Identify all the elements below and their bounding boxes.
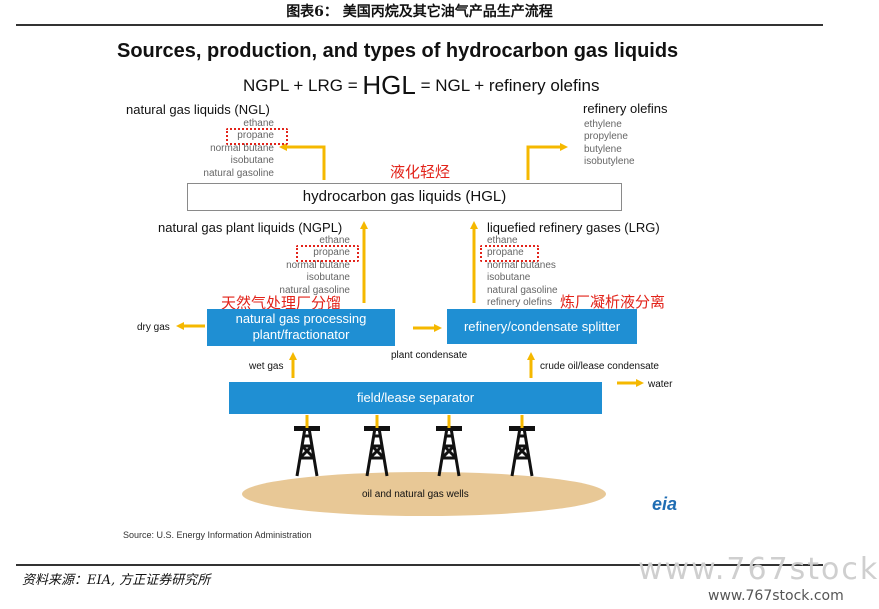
ngl-list: ethane propane normal butane isobutane n… (190, 118, 274, 180)
eia-logo: eia (652, 494, 678, 514)
derrick-icon (436, 426, 462, 477)
olefins-item: ethylene (584, 119, 622, 130)
lrg-item: natural gasoline (487, 284, 558, 296)
ngpl-item: normal butane (286, 259, 350, 271)
ngl-item: ethane (243, 118, 274, 129)
derrick-icon (364, 426, 390, 477)
ngl-item: propane (237, 130, 274, 142)
watermark-large: www.767stock (638, 552, 879, 587)
header-rule (16, 24, 823, 26)
footer-source: 资料来源：EIA, 方正证券研究所 (22, 573, 211, 588)
olefins-item: butylene (584, 143, 622, 155)
wells-label: oil and natural gas wells (362, 489, 469, 500)
plant-condensate-label: plant condensate (391, 350, 468, 361)
water-label: water (648, 379, 673, 390)
olefins-item: propylene (584, 131, 628, 143)
ngpl-item: ethane (319, 235, 350, 246)
flow-graphics (176, 143, 644, 516)
hgl-box: hydrocarbon gas liquids (HGL) (187, 183, 622, 211)
olefins-item: isobutylene (584, 156, 635, 168)
hgl-to-ngl-arrow (279, 143, 326, 180)
ngl-item: natural gasoline (203, 167, 274, 179)
cn-label-plant: 天然气处理厂分馏 (221, 295, 342, 312)
lrg-item: refinery olefins (487, 296, 553, 308)
ngl-item: isobutane (230, 155, 274, 167)
crude-label: crude oil/lease condensate (540, 361, 659, 372)
olefins-list: ethylene propylene butylene isobutylene (584, 119, 635, 169)
source-note: Source: U.S. Energy Information Administ… (123, 530, 312, 540)
derrick-icon (509, 426, 535, 477)
cn-label-refinery: 炼厂凝析液分离 (560, 294, 666, 311)
figure-header: 图表6： 美国丙烷及其它油气产品生产流程 (286, 4, 553, 20)
propane-highlight (480, 245, 539, 262)
diagram-title: Sources, production, and types of hydroc… (117, 40, 679, 62)
formula-hgl: HGL (362, 70, 416, 100)
lrg-heading: liquefied refinery gases (LRG) (487, 220, 660, 235)
hgl-to-olefins-arrow (526, 143, 568, 180)
ngl-heading: natural gas liquids (NGL) (126, 102, 270, 117)
plant-box-line2: plant/fractionator (252, 327, 350, 342)
plant-box: natural gas processing plant/fractionato… (207, 309, 395, 346)
separator-box: field/lease separator (229, 382, 602, 414)
watermark-small: www.767stock.com (708, 588, 844, 604)
lrg-item: propane (487, 247, 524, 259)
derrick-icon (294, 426, 320, 477)
footer-rule (16, 564, 823, 566)
formula-left: NGPL + LRG = (243, 76, 363, 95)
ngl-item: normal butane (210, 142, 274, 154)
dry-gas-label: dry gas (137, 322, 170, 333)
propane-highlight (226, 128, 288, 145)
lrg-item: isobutane (487, 272, 531, 284)
ngpl-item: isobutane (306, 272, 350, 284)
lrg-list: ethane propane normal butanes isobutane … (487, 235, 558, 309)
wells-ellipse (242, 472, 606, 516)
cn-label-hgl: 液化轻烃 (390, 164, 451, 181)
formula: NGPL + LRG = HGL = NGL + refinery olefin… (243, 70, 599, 101)
ngpl-item: natural gasoline (279, 284, 350, 296)
propane-highlight (296, 245, 359, 262)
ngpl-item: propane (313, 247, 350, 259)
formula-right: = NGL + refinery olefins (415, 76, 600, 95)
olefins-heading: refinery olefins (583, 101, 668, 116)
ngpl-heading: natural gas plant liquids (NGPL) (158, 220, 343, 235)
wet-gas-label: wet gas (249, 361, 284, 372)
plant-box-line1: natural gas processing (235, 311, 367, 326)
lrg-item: ethane (487, 235, 518, 246)
lrg-item: normal butanes (487, 259, 556, 271)
refinery-box: refinery/condensate splitter (447, 309, 637, 344)
ngpl-list: ethane propane normal butane isobutane n… (270, 235, 350, 297)
